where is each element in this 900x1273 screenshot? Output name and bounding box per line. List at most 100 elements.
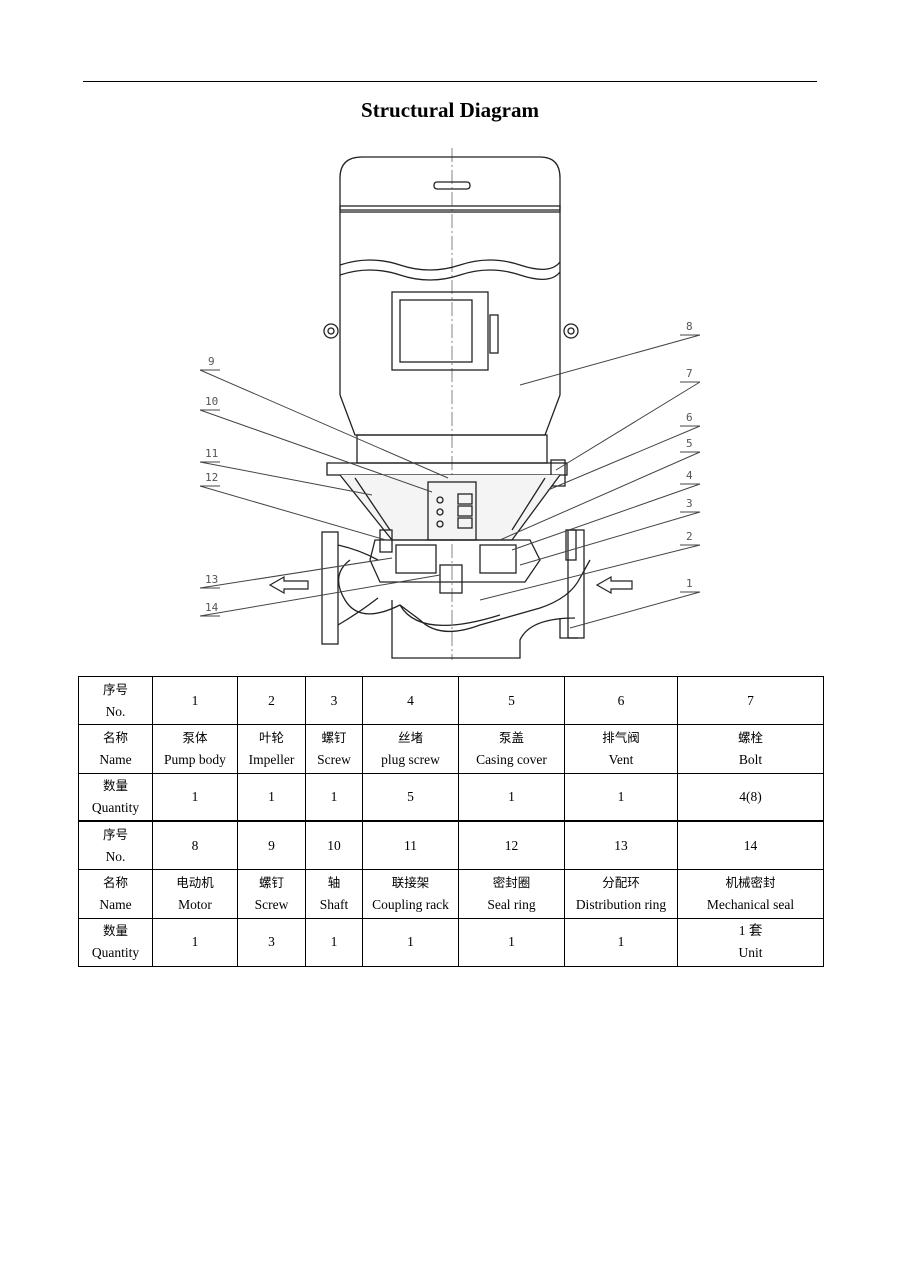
row-header-no: 序号 No. [78,675,153,726]
part-name-zh: 螺栓 [737,729,763,745]
part-name-en: Impeller [248,751,295,767]
part-name-en: plug screw [381,751,440,767]
row-header-en: No. [105,703,126,719]
part-name-cell: 螺钉 Screw [305,724,363,774]
row-header-en: Quantity [91,800,140,816]
row-header-zh: 序号 [102,681,128,697]
part-name-cell: 叶轮 Impeller [237,724,306,774]
callout-14: 14 [205,601,219,614]
part-no-cell: 13 [564,820,678,871]
callout-labels: 8 7 6 5 4 3 2 1 9 10 11 12 13 14 [205,320,693,614]
row-header-zh: 名称 [102,874,128,890]
part-name-en: Shaft [319,896,349,912]
part-no-cell: 1 [152,675,238,726]
part-name-en: Vent [608,751,634,767]
part-name-en: Motor [178,896,212,912]
part-name-zh: 叶轮 [258,729,284,745]
callout-3: 3 [686,497,693,510]
part-name-zh: 丝堵 [397,729,423,745]
part-name-cell: 螺栓 Bolt [677,724,824,774]
part-no-cell: 9 [237,820,306,871]
part-no-cell: 11 [362,820,459,871]
part-name-zh: 电动机 [176,874,214,890]
pump-structural-diagram: 8 7 6 5 4 3 2 1 9 10 11 12 13 14 [199,148,701,660]
row-header-en: No. [105,848,126,864]
part-qty-cell: 1 [458,772,565,822]
part-qty-cell: 3 [237,917,306,968]
callout-2: 2 [686,530,693,543]
part-name-cell: 排气阀 Vent [564,724,678,774]
part-qty-cell: 4(8) [677,772,824,822]
part-name-zh: 排气阀 [602,729,640,745]
row-header-qty: 数量 Quantity [78,917,153,968]
part-name-cell: 轴 Shaft [305,869,363,919]
part-no-cell: 2 [237,675,306,726]
row-header-name: 名称 Name [78,869,153,919]
part-name-cell: 分配环 Distribution ring [564,869,678,919]
part-name-en: Coupling rack [372,896,449,912]
top-rule [83,81,817,82]
row-header-en: Quantity [91,945,140,961]
callout-13: 13 [205,573,218,586]
callout-10: 10 [205,395,218,408]
part-no-cell: 14 [677,820,824,871]
part-name-cell: 泵盖 Casing cover [458,724,565,774]
part-name-zh: 泵盖 [498,729,524,745]
part-qty-cell: 1 [237,772,306,822]
part-qty-value: 1 套 [738,923,763,939]
callout-12: 12 [205,471,218,484]
row-header-en: Name [99,751,132,767]
callout-5: 5 [686,437,693,450]
callout-7: 7 [686,367,693,380]
part-qty-cell: 1 [305,917,363,968]
row-header-zh: 序号 [102,826,128,842]
callout-11: 11 [205,447,218,460]
part-name-en: Bolt [738,751,763,767]
part-name-zh: 螺钉 [321,729,347,745]
part-name-cell: 机械密封 Mechanical seal [677,869,824,919]
part-name-en: Mechanical seal [706,896,795,912]
part-name-zh: 泵体 [182,729,208,745]
part-no-cell: 8 [152,820,238,871]
part-no-cell: 7 [677,675,824,726]
part-qty-cell: 1 [362,917,459,968]
part-name-en: Distribution ring [575,896,667,912]
row-header-en: Name [99,896,132,912]
callout-6: 6 [686,411,693,424]
part-qty-unit: Unit [738,945,763,961]
part-name-en: Screw [317,751,351,767]
part-name-zh: 联接架 [391,874,430,890]
part-qty-cell: 1 [152,917,238,968]
row-header-zh: 数量 [102,923,128,939]
part-name-zh: 机械密封 [725,874,776,890]
callout-8: 8 [686,320,693,333]
part-qty-cell: 5 [362,772,459,822]
row-header-qty: 数量 Quantity [78,772,153,822]
part-no-cell: 5 [458,675,565,726]
part-name-en: Casing cover [476,751,547,767]
part-name-zh: 分配环 [602,874,640,890]
part-no-cell: 4 [362,675,459,726]
part-name-cell: 电动机 Motor [152,869,238,919]
row-header-zh: 数量 [102,778,128,794]
part-name-cell: 联接架 Coupling rack [362,869,459,919]
callout-4: 4 [686,469,693,482]
part-no-cell: 12 [458,820,565,871]
part-qty-cell: 1 [152,772,238,822]
part-name-en: Seal ring [487,896,536,912]
callout-9: 9 [208,355,215,368]
row-header-no: 序号 No. [78,820,153,871]
part-no-cell: 3 [305,675,363,726]
part-name-zh: 轴 [327,874,341,890]
